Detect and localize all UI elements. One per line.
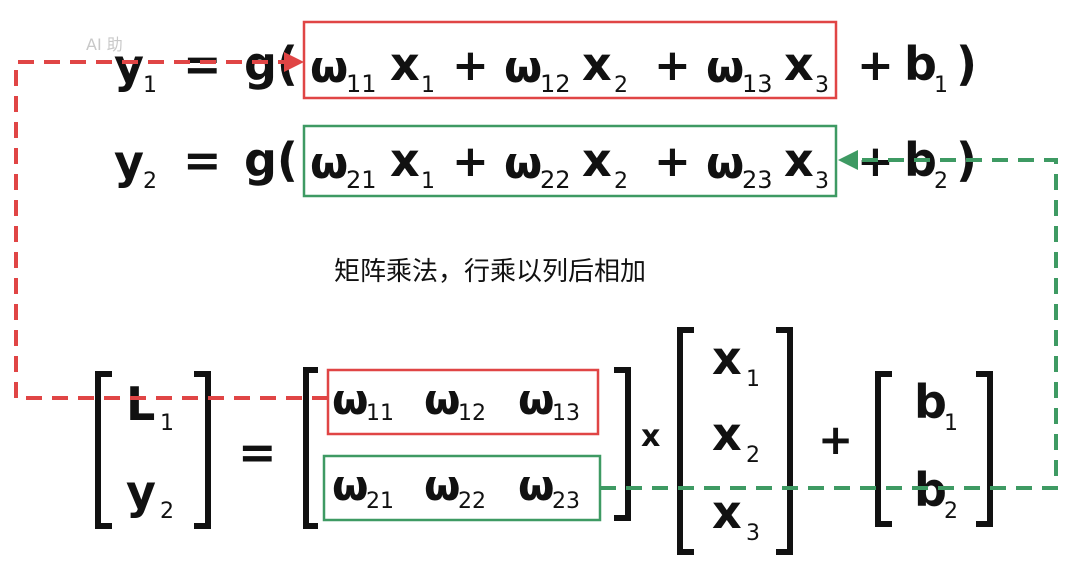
row-1-arrowhead-icon [284,52,304,72]
lhs-entry-1: L [126,377,155,431]
eq2-w21: ω [310,138,348,189]
inputs-left-bracket [677,327,694,555]
eq1-plus-3: + [857,40,894,91]
row-2-arrowhead-icon [838,150,858,170]
eq1-b1-subscript: 1 [934,73,948,98]
weight-w21: ω [332,461,369,510]
weight-w13: ω [518,375,555,424]
eq2-plus-2: + [654,136,691,187]
eq1-b1: b [904,37,937,91]
matrix-equation: L 1 y 2 = ω 11 ω 12 ω 13 ω 21 ω 22 ω 23 … [95,327,993,555]
weight-w12-subscript: 12 [458,401,486,426]
matrix-plus: + [818,415,853,464]
eq1-y: y [114,39,144,93]
input-x1: x [712,331,742,385]
eq2-y: y [114,135,144,189]
eq2-x2-subscript: 2 [614,169,628,194]
bias-right-bracket [976,371,993,527]
bias-b2-subscript: 2 [944,499,958,524]
eq1-w12-subscript: 12 [540,70,571,98]
eq2-weighted-sum-box [302,124,838,198]
eq2-w21-subscript: 21 [346,166,377,194]
eq2-x3: x [784,133,814,187]
lhs-right-bracket [194,371,211,529]
eq1-x2-subscript: 2 [614,73,628,98]
eq1-plus-2: + [654,40,691,91]
lhs-left-bracket [95,371,112,529]
eq1-x3-subscript: 3 [815,73,829,98]
input-x3: x [712,485,742,539]
inputs-right-bracket [776,327,793,555]
eq2-y-subscript: 2 [143,169,157,194]
eq1-w13: ω [706,42,744,93]
eq1-close-paren: ) [956,37,977,91]
eq2-x1: x [390,133,420,187]
weight-w11-subscript: 11 [366,401,394,426]
eq1-x1-subscript: 1 [421,73,435,98]
eq2-w22-subscript: 22 [540,166,571,194]
eq2-x2: x [582,133,612,187]
equation-row-2: y 2 = g( ω 21 x 1 + ω 22 x 2 + ω 23 x 3 … [114,124,977,198]
eq2-x3-subscript: 3 [815,169,829,194]
weights-left-bracket [303,367,318,529]
eq1-w11: ω [310,42,348,93]
input-x2: x [712,407,742,461]
eq1-w13-subscript: 13 [742,70,773,98]
eq2-g-open: g( [244,133,298,187]
caption-text: 矩阵乘法，行乘以列后相加 [334,257,646,287]
eq1-x2: x [582,37,612,91]
eq1-y-subscript: 1 [143,73,157,98]
input-x2-subscript: 2 [746,443,760,468]
eq1-x3: x [784,37,814,91]
row-1-connector [14,52,328,400]
weight-w11: ω [332,375,369,424]
lhs-entry-2-subscript: 2 [160,499,174,524]
input-x3-subscript: 3 [746,521,760,546]
row-1-dashed-line [14,60,328,400]
eq2-b2-subscript: 2 [934,169,948,194]
bias-b1-subscript: 1 [944,411,958,436]
times-sign: x [641,419,660,454]
weight-w22-subscript: 22 [458,489,486,514]
eq1-w12: ω [504,42,542,93]
eq2-x1-subscript: 1 [421,169,435,194]
equation-row-1: y 1 = g( ω 11 x 1 + ω 12 x 2 + ω 13 x 3 … [114,20,977,100]
lhs-entry-1-subscript: 1 [160,411,174,436]
eq2-w22: ω [504,138,542,189]
eq1-w11-subscript: 11 [346,70,377,98]
weight-w21-subscript: 21 [366,489,394,514]
eq1-weighted-sum-box [302,20,838,100]
weights-right-bracket [614,367,631,521]
eq2-plus-1: + [452,136,489,187]
eq2-w23-subscript: 23 [742,166,773,194]
weight-w23: ω [518,461,555,510]
eq2-equals: = [183,133,222,187]
weights-row-1-box [326,368,600,436]
eq2-w23: ω [706,138,744,189]
eq1-x1: x [390,37,420,91]
eq1-plus-1: + [452,40,489,91]
lhs-entry-2: y [126,465,156,519]
input-x1-subscript: 1 [746,367,760,392]
weight-w22: ω [424,461,461,510]
matrix-equals: = [238,425,277,479]
watermark-text: AI 助 [86,35,123,54]
weight-w23-subscript: 23 [552,489,580,514]
weight-w13-subscript: 13 [552,401,580,426]
weight-w12: ω [424,375,461,424]
row-2-connector [600,150,1058,490]
bias-b1: b [914,375,947,429]
bias-left-bracket [875,371,892,527]
